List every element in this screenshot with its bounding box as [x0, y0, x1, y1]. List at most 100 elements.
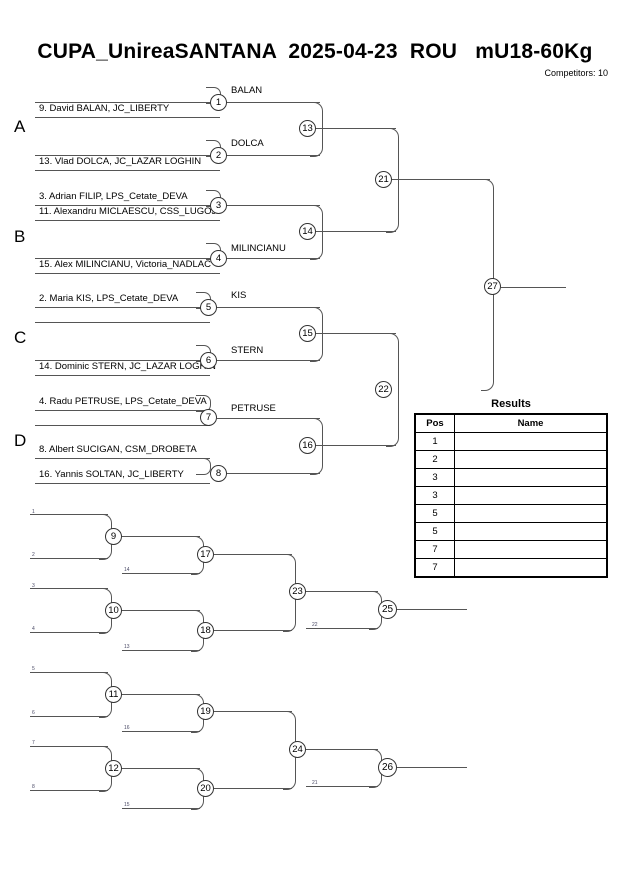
- match-fork: [310, 307, 323, 362]
- entry-line[interactable]: 9. David BALAN, JC_LIBERTY: [35, 102, 220, 118]
- entry-text: 2. Maria KIS, LPS_Cetate_DEVA: [39, 293, 179, 304]
- results-header-row: Pos Name: [414, 413, 608, 433]
- entry-line[interactable]: [35, 410, 210, 426]
- match-number-bubble[interactable]: 10: [105, 602, 122, 619]
- entry-text: 11. Alexandru MICLAESCU, CSS_LUGOJ: [39, 206, 217, 217]
- match-number-bubble[interactable]: 3: [210, 197, 227, 214]
- match-number-bubble[interactable]: 12: [105, 760, 122, 777]
- match-winner-name: MILINCIANU: [231, 243, 286, 254]
- section-label-d: D: [14, 431, 27, 450]
- result-name: [454, 540, 608, 559]
- table-row[interactable]: 7: [414, 540, 608, 559]
- entry-line[interactable]: 13. Vlad DOLCA, JC_LAZAR LOGHIN: [35, 155, 220, 171]
- page-title: CUPA_UnireaSANTANA 2025-04-23 ROU mU18-6…: [37, 40, 593, 63]
- match-number-bubble[interactable]: 16: [299, 437, 316, 454]
- match-number-bubble[interactable]: 14: [299, 223, 316, 240]
- match-number-bubble[interactable]: 9: [105, 528, 122, 545]
- entry-text: 3. Adrian FILIP, LPS_Cetate_DEVA: [39, 191, 188, 202]
- match-fork: [386, 333, 399, 447]
- entry-line[interactable]: [35, 140, 220, 156]
- result-position: 5: [414, 504, 455, 523]
- section-label-a: A: [14, 117, 26, 136]
- match-number-bubble[interactable]: 18: [197, 622, 214, 639]
- feed-label: 3: [32, 583, 35, 589]
- match-number-bubble[interactable]: 6: [200, 352, 217, 369]
- match-number-bubble[interactable]: 27: [484, 278, 501, 295]
- entry-text: 14. Dominic STERN, JC_LAZAR LOGHIN: [39, 361, 216, 372]
- match-number-bubble[interactable]: 2: [210, 147, 227, 164]
- match-number-bubble[interactable]: 21: [375, 171, 392, 188]
- section-label-b: B: [14, 227, 26, 246]
- feed-label: 1: [32, 509, 35, 515]
- entry-line[interactable]: 15. Alex MILINCIANU, Victoria_NADLAC: [35, 258, 220, 274]
- entry-text: 8. Albert SUCIGAN, CSM_DROBETA: [39, 444, 197, 455]
- feed-label: 6: [32, 710, 35, 716]
- entry-text: 4. Radu PETRUSE, LPS_Cetate_DEVA: [39, 396, 207, 407]
- entry-line[interactable]: [35, 87, 220, 103]
- feed-label: 8: [32, 784, 35, 790]
- entry-text: 9. David BALAN, JC_LIBERTY: [39, 103, 170, 114]
- match-number-bubble[interactable]: 23: [289, 583, 306, 600]
- table-row[interactable]: 1: [414, 432, 608, 451]
- match-number-bubble[interactable]: 5: [200, 299, 217, 316]
- entry-line[interactable]: 8. Albert SUCIGAN, CSM_DROBETA: [35, 443, 210, 459]
- result-position: 3: [414, 486, 455, 505]
- match-winner-name: BALAN: [231, 85, 263, 96]
- match-fork: [310, 418, 323, 475]
- results-title: Results: [491, 398, 531, 410]
- table-row[interactable]: 3: [414, 486, 608, 505]
- entry-text: 15. Alex MILINCIANU, Victoria_NADLAC: [39, 259, 211, 270]
- feed-label: 13: [124, 644, 130, 650]
- result-position: 3: [414, 468, 455, 487]
- result-name: [454, 522, 608, 541]
- match-number-bubble[interactable]: 7: [200, 409, 217, 426]
- entry-line[interactable]: [35, 345, 210, 361]
- entry-line[interactable]: 14. Dominic STERN, JC_LAZAR LOGHIN: [35, 360, 216, 376]
- result-name: [454, 486, 608, 505]
- entry-text: 16. Yannis SOLTAN, JC_LIBERTY: [39, 469, 184, 480]
- match-number-bubble[interactable]: 25: [378, 600, 397, 619]
- entry-line[interactable]: [35, 243, 220, 259]
- entry-line[interactable]: 4. Radu PETRUSE, LPS_Cetate_DEVA: [35, 395, 210, 411]
- match-fork: [310, 102, 323, 157]
- match-winner-name: PETRUSE: [231, 403, 276, 414]
- table-row[interactable]: 7: [414, 558, 608, 578]
- match-number-bubble[interactable]: 15: [299, 325, 316, 342]
- table-row[interactable]: 5: [414, 504, 608, 523]
- result-position: 7: [414, 540, 455, 559]
- match-number-bubble[interactable]: 24: [289, 741, 306, 758]
- result-position: 7: [414, 558, 455, 578]
- result-name: [454, 450, 608, 469]
- feed-label: 4: [32, 626, 35, 632]
- entry-line[interactable]: 11. Alexandru MICLAESCU, CSS_LUGOJ: [35, 205, 220, 221]
- feed-label: 7: [32, 740, 35, 746]
- table-row[interactable]: 5: [414, 522, 608, 541]
- feed-label: 21: [312, 780, 318, 786]
- match-number-bubble[interactable]: 13: [299, 120, 316, 137]
- match-number-bubble[interactable]: 22: [375, 381, 392, 398]
- table-row[interactable]: 3: [414, 468, 608, 487]
- entry-line[interactable]: [35, 307, 210, 323]
- feed-label: 14: [124, 567, 130, 573]
- result-name: [454, 558, 608, 578]
- match-number-bubble[interactable]: 17: [197, 546, 214, 563]
- match-number-bubble[interactable]: 4: [210, 250, 227, 267]
- match-number-bubble[interactable]: 26: [378, 758, 397, 777]
- table-row[interactable]: 2: [414, 450, 608, 469]
- result-position: 1: [414, 432, 455, 451]
- match-number-bubble[interactable]: 1: [210, 94, 227, 111]
- result-position: 2: [414, 450, 455, 469]
- match-number-bubble[interactable]: 11: [105, 686, 122, 703]
- entry-line[interactable]: 3. Adrian FILIP, LPS_Cetate_DEVA: [35, 190, 220, 206]
- match-fork: [196, 458, 211, 475]
- match-number-bubble[interactable]: 20: [197, 780, 214, 797]
- entry-line[interactable]: 2. Maria KIS, LPS_Cetate_DEVA: [35, 292, 210, 308]
- entry-line[interactable]: 16. Yannis SOLTAN, JC_LIBERTY: [35, 468, 210, 484]
- results-col-name: Name: [454, 413, 608, 433]
- match-number-bubble[interactable]: 19: [197, 703, 214, 720]
- match-number-bubble[interactable]: 8: [210, 465, 227, 482]
- result-position: 5: [414, 522, 455, 541]
